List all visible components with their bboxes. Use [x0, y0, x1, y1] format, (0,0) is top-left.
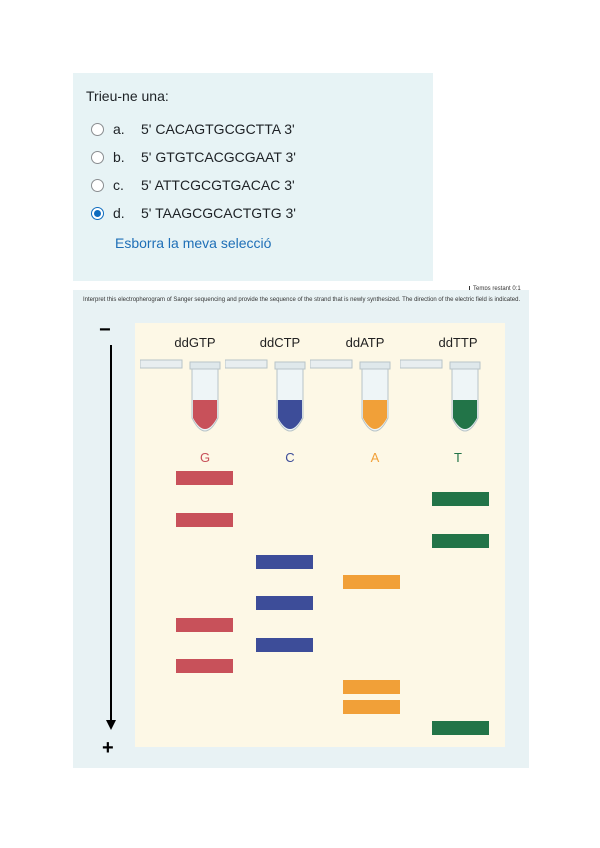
lane-title-ddgtp: ddGTP	[174, 335, 216, 350]
lane-base-g: G	[199, 450, 211, 465]
lane-title-ddttp: ddTTP	[438, 335, 478, 350]
lane-title-ddatp: ddATP	[345, 335, 385, 350]
option-d-text: 5' TAAGCGCACTGTG 3'	[141, 205, 296, 221]
band-a-1	[343, 575, 400, 589]
radio-a[interactable]	[91, 122, 104, 136]
band-a-2	[343, 680, 400, 694]
tube-icon-ddgtp	[140, 359, 221, 432]
option-c-text: 5' ATTCGCGTGACAC 3'	[141, 177, 295, 193]
radio-d[interactable]	[91, 206, 104, 220]
negative-pole-label: −	[99, 319, 111, 341]
question-text: Interpret this electropherogram of Sange…	[83, 297, 521, 303]
lane-base-c: C	[285, 450, 295, 465]
radio-c[interactable]	[91, 178, 104, 192]
band-c-2	[256, 596, 313, 610]
band-t-2	[432, 534, 489, 548]
timer-label: Temps restant 0:1	[469, 286, 521, 292]
option-a-text: 5' CACAGTGCGCTTA 3'	[141, 121, 295, 137]
band-g-2	[176, 513, 233, 527]
option-b-text: 5' GTGTCACGCGAAT 3'	[141, 149, 296, 165]
band-t-1	[432, 492, 489, 506]
band-g-3	[176, 618, 233, 632]
answer-prompt: Trieu-ne una:	[86, 88, 169, 104]
radio-b[interactable]	[91, 150, 104, 164]
positive-pole-label: +	[102, 737, 114, 759]
question-figure: Interpret this electropherogram of Sange…	[73, 290, 529, 768]
lane-title-ddctp: ddCTP	[259, 335, 301, 350]
electric-field-arrow	[110, 345, 112, 723]
option-b[interactable]: b. 5' GTGTCACGCGAAT 3'	[91, 147, 296, 167]
tube-icon-ddatp	[310, 359, 391, 432]
lane-base-t: T	[454, 450, 462, 465]
option-d-letter: d.	[113, 205, 125, 221]
option-a-letter: a.	[113, 121, 125, 137]
option-a[interactable]: a. 5' CACAGTGCGCTTA 3'	[91, 119, 295, 139]
band-t-3	[432, 721, 489, 735]
tube-icon-ddttp	[400, 359, 481, 432]
option-b-letter: b.	[113, 149, 125, 165]
option-c[interactable]: c. 5' ATTCGCGTGACAC 3'	[91, 175, 295, 195]
clear-selection-link[interactable]: Esborra la meva selecció	[115, 235, 272, 251]
band-c-3	[256, 638, 313, 652]
band-c-1	[256, 555, 313, 569]
band-a-3	[343, 700, 400, 714]
arrow-head-icon	[106, 720, 116, 730]
band-g-4	[176, 659, 233, 673]
lane-base-a: A	[370, 450, 380, 465]
option-d[interactable]: d. 5' TAAGCGCACTGTG 3'	[91, 203, 296, 223]
gel-plate: ddGTP G ddCTP C ddATP A ddTTP	[135, 323, 505, 747]
answer-panel: Trieu-ne una: a. 5' CACAGTGCGCTTA 3' b. …	[73, 73, 433, 281]
band-g-1	[176, 471, 233, 485]
tube-icon-ddctp	[225, 359, 306, 432]
option-c-letter: c.	[113, 177, 124, 193]
